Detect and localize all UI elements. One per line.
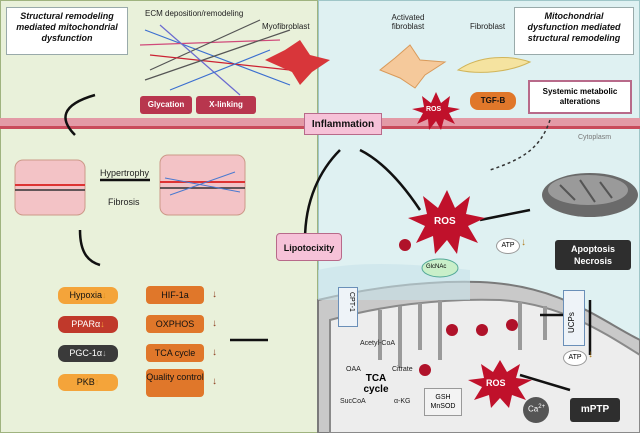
cpt1-channel: CPT-1 xyxy=(338,287,358,327)
target-tca: TCA cycle xyxy=(146,344,204,362)
lipotoxicity-box: Lipotocixity xyxy=(276,233,342,261)
ucps-label: UCPs xyxy=(567,312,576,333)
atp-badge-upper: ATP xyxy=(496,238,520,254)
tca-succoa: SucCoA xyxy=(340,398,366,405)
gsh-mnsod-box: GSH MnSOD xyxy=(424,388,462,416)
inflammation-box: Inflammation xyxy=(304,113,382,135)
target-quality-control: Quality control xyxy=(146,369,204,397)
tca-arrow: ↓ xyxy=(212,347,217,358)
factor-ppara: PPARα↓ xyxy=(58,316,118,333)
tgfb-badge: TGF-B xyxy=(470,92,516,110)
ros-star-mito xyxy=(468,360,532,408)
glcnac-blob xyxy=(421,258,459,278)
myofibroblast-cell xyxy=(265,40,330,85)
ros-label-main: ROS xyxy=(434,216,456,227)
left-panel-title: Structural remodeling mediated mitochond… xyxy=(6,7,128,55)
factor-pkb: PKB↑ xyxy=(58,374,118,391)
factor-pgc1a: PGC-1α↓ xyxy=(58,345,118,362)
quality-control-arrow: ↓ xyxy=(212,376,217,387)
apoptosis-box: Apoptosis Necrosis xyxy=(555,240,631,270)
hypertrophy-label: Hypertrophy xyxy=(100,168,150,178)
tca-oaa: OAA xyxy=(346,366,361,373)
cpt1-label: CPT-1 xyxy=(348,292,355,312)
oxphos-arrow: ↓ xyxy=(212,318,217,329)
atp-upper-arrow: ↓ xyxy=(521,237,526,248)
glcnac-label: GlcNAc xyxy=(426,264,447,270)
target-hif1a: HIF-1a xyxy=(146,286,204,304)
systemic-metabolic-box: Systemic metabolic alterations xyxy=(528,80,632,114)
mptp-box: mPTP xyxy=(570,398,620,422)
target-oxphos: OXPHOS xyxy=(146,315,204,333)
activated-fibroblast-label: Activated fibroblast xyxy=(391,13,425,31)
cytoplasm-label: Cytoplasm xyxy=(578,134,612,141)
ros-label-small: ROS xyxy=(426,106,442,113)
damaged-mitochondria xyxy=(542,173,638,217)
hif1a-arrow: ↓ xyxy=(212,289,217,300)
ucps-channel: UCPs xyxy=(563,290,585,346)
cardiomyocytes xyxy=(14,154,246,216)
fibroblast-label: Fibroblast xyxy=(470,22,506,31)
calcium-ion xyxy=(523,397,549,423)
tca-akg: α-KG xyxy=(394,398,411,405)
factor-hypoxia: Hypoxia↓ xyxy=(58,287,118,304)
superoxide-dots xyxy=(399,239,518,376)
right-panel-title: Mitochondrial dysfunction mediated struc… xyxy=(514,7,634,55)
arrows xyxy=(64,93,592,392)
calcium-label: Ca2+ xyxy=(528,404,546,414)
tca-citrate: Citrate xyxy=(392,366,413,373)
atp-lower-arrow: ↓ xyxy=(588,349,593,360)
mitochondrion xyxy=(317,280,640,433)
activated-fibroblast-cell xyxy=(379,44,447,89)
fibroblast-cell xyxy=(456,57,532,73)
xlinking-badge: X-linking xyxy=(196,96,256,114)
ros-star-main xyxy=(408,190,485,254)
tca-acetylcoa: Acetyl-CoA xyxy=(360,340,396,347)
ecm-fibers xyxy=(139,19,291,96)
ros-star-small xyxy=(412,92,460,130)
glycation-badge: Glycation xyxy=(140,96,192,114)
atp-badge-lower: ATP xyxy=(563,350,587,366)
ecm-label: ECM deposition/remodeling xyxy=(145,9,244,18)
fibrosis-label: Fibrosis xyxy=(108,197,140,207)
myofibroblast-label: Myofibroblast xyxy=(262,22,310,31)
ros-label-mito: ROS xyxy=(486,378,506,388)
tca-center-label: TCA cycle xyxy=(363,373,389,395)
